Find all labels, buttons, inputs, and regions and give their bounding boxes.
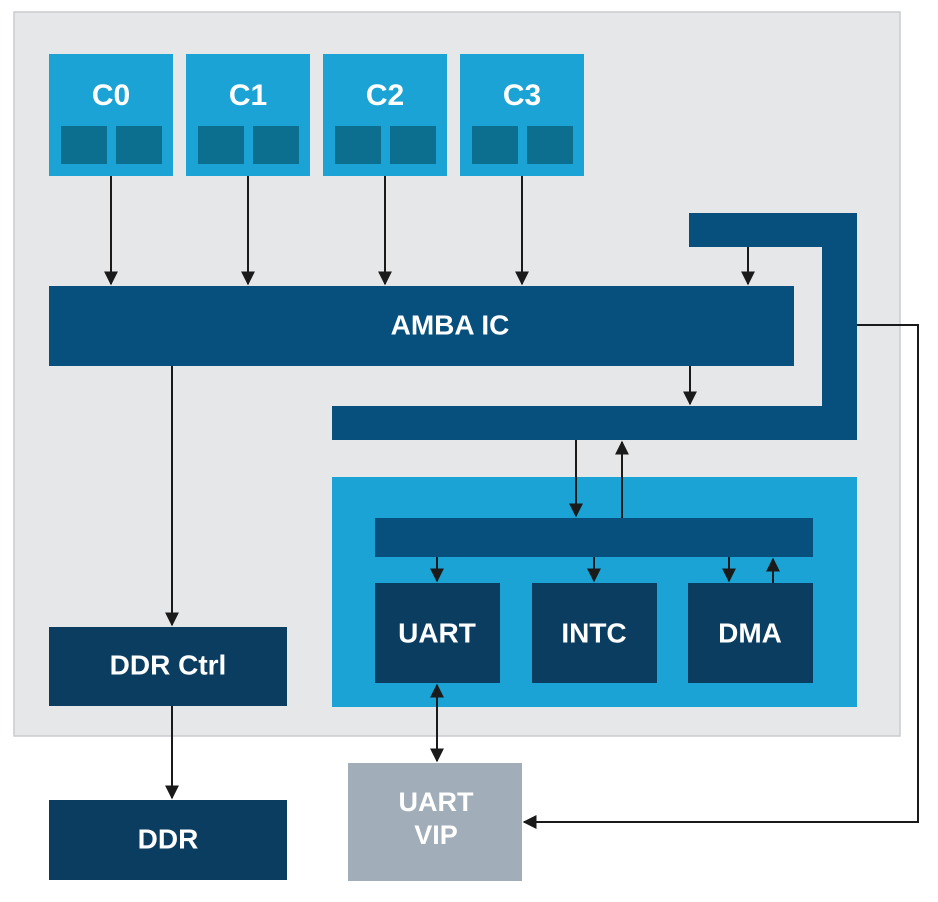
core-c1: C1	[186, 54, 310, 176]
core-c3-cache-right	[527, 126, 573, 164]
core-c1-label: C1	[229, 79, 267, 112]
amba-ic-bus	[49, 286, 794, 366]
arrow-bracket-to-uart-vip	[522, 324, 919, 829]
core-c3-label: C3	[503, 79, 541, 112]
ddr-block: DDR	[49, 800, 287, 880]
core-c2-label: C2	[366, 79, 404, 112]
core-c0-cache-right	[116, 126, 162, 164]
core-c3: C3	[460, 54, 584, 176]
ddr-ctrl-block: DDR Ctrl	[49, 627, 287, 706]
ddr-label: DDR	[138, 823, 199, 854]
core-c2-cache-right	[390, 126, 436, 164]
core-c1-cache-right	[253, 126, 299, 164]
peripheral-local-bus	[375, 518, 813, 557]
intc-block: INTC	[532, 583, 657, 683]
ddr-ctrl-label: DDR Ctrl	[110, 649, 227, 680]
core-c3-cache-left	[472, 126, 518, 164]
peripheral-bus-bracket	[332, 213, 857, 440]
uart-vip-label-line1: UART	[399, 787, 474, 817]
amba-ic-label: AMBA IC	[391, 309, 510, 340]
core-c2: C2	[323, 54, 447, 176]
uart-block: UART	[375, 583, 500, 683]
intc-label: INTC	[561, 617, 626, 648]
dma-block: DMA	[688, 583, 813, 683]
uart-vip-block: UART VIP	[348, 763, 522, 881]
dma-label: DMA	[718, 617, 782, 648]
core-c0-cache-left	[61, 126, 107, 164]
core-c0-label: C0	[92, 79, 130, 112]
core-c0: C0	[49, 54, 173, 176]
uart-vip-label-line2: VIP	[414, 820, 458, 850]
uart-label: UART	[398, 617, 476, 648]
core-c1-cache-left	[198, 126, 244, 164]
core-c2-cache-left	[335, 126, 381, 164]
